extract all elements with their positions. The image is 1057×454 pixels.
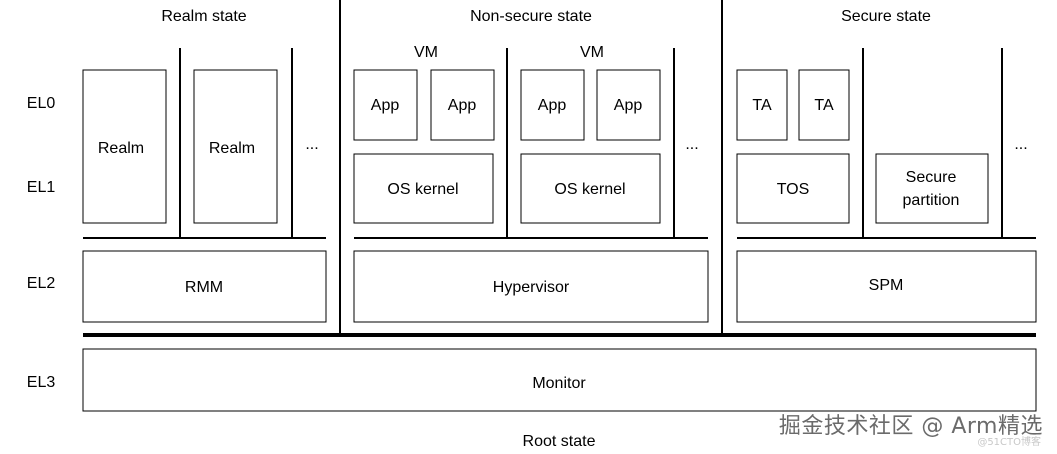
watermark-text: 掘金技术社区 @ Arm精选 <box>778 414 1043 439</box>
app-1-label: App <box>371 97 400 114</box>
app-box-1 <box>353 69 418 141</box>
el0-label: EL0 <box>27 95 56 112</box>
el3-label: EL3 <box>27 374 56 391</box>
watermark-subtext: @51CTO博客 <box>977 437 1041 448</box>
rmm-label: RMM <box>185 279 223 296</box>
nonsecure-more-ellipsis: ... <box>685 136 698 153</box>
secure-partition-label-line2: partition <box>903 192 960 209</box>
app-box-3 <box>520 69 585 141</box>
realm-box-1-label: Realm <box>98 140 144 157</box>
os-kernel-1-label: OS kernel <box>387 181 458 198</box>
os-kernel-2-label: OS kernel <box>554 181 625 198</box>
hypervisor-label: Hypervisor <box>493 279 570 296</box>
ta-box-1 <box>736 69 788 141</box>
os-kernel-box-2 <box>520 153 661 224</box>
hypervisor-box <box>353 250 709 323</box>
secure-partition-label-line1: Secure <box>906 169 957 186</box>
app-box-4 <box>596 69 661 141</box>
realm-state-title: Realm state <box>161 8 246 25</box>
secure-state-title: Secure state <box>841 8 931 25</box>
nonsecure-state-title: Non-secure state <box>470 8 592 25</box>
realm-more-ellipsis: ... <box>305 136 318 153</box>
rmm-box <box>82 250 327 323</box>
realm-box-2-label: Realm <box>209 140 255 157</box>
tos-label: TOS <box>777 181 810 198</box>
secure-more-ellipsis: ... <box>1014 136 1027 153</box>
app-2-label: App <box>448 97 477 114</box>
el2-label: EL2 <box>27 275 56 292</box>
ta-2-label: TA <box>814 97 834 114</box>
secure-partition-box <box>875 153 989 224</box>
app-box-2 <box>430 69 495 141</box>
monitor-box <box>82 348 1037 412</box>
ta-1-label: TA <box>752 97 772 114</box>
spm-label: SPM <box>869 277 904 294</box>
tos-box <box>736 153 850 224</box>
realm-box-2 <box>193 69 278 224</box>
monitor-label: Monitor <box>532 375 586 392</box>
realm-box-1 <box>82 69 167 224</box>
app-3-label: App <box>538 97 567 114</box>
os-kernel-box-1 <box>353 153 494 224</box>
spm-box <box>736 250 1037 323</box>
ta-box-2 <box>798 69 850 141</box>
vm-2-label: VM <box>580 44 604 61</box>
app-4-label: App <box>614 97 643 114</box>
root-state-title: Root state <box>523 433 596 450</box>
el1-label: EL1 <box>27 179 56 196</box>
vm-1-label: VM <box>414 44 438 61</box>
